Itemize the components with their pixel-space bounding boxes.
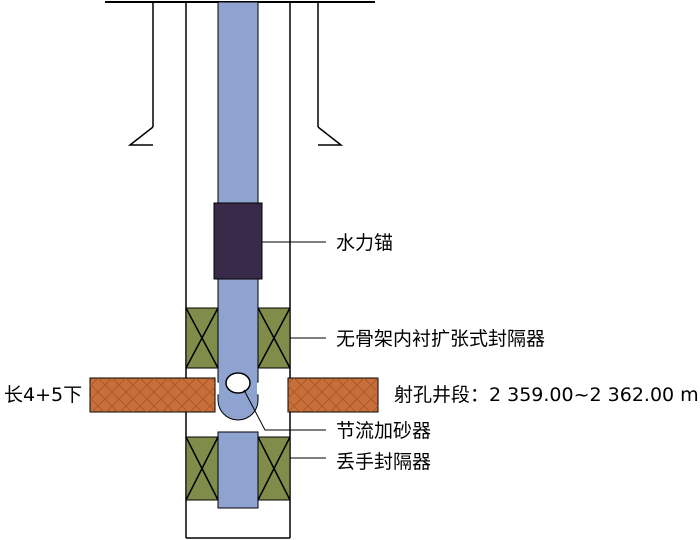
formation-right — [287, 377, 379, 413]
formation-left — [89, 377, 216, 413]
conductor-casing — [127, 2, 344, 146]
tubing-upper — [217, 1, 259, 383]
tubing-lower — [217, 431, 259, 509]
label-packer-release: 丢手封隔器 — [336, 451, 431, 473]
sand-blaster-nose — [217, 394, 259, 421]
packer-main — [185, 307, 291, 369]
sand-blaster-port — [225, 372, 251, 394]
label-hydraulic-anchor: 水力锚 — [336, 232, 393, 254]
hydraulic-anchor — [213, 202, 263, 280]
leader-lines — [243, 241, 326, 459]
label-packer-main: 无骨架内衬扩张式封隔器 — [336, 328, 545, 350]
label-perforation: 射孔井段：2 359.00~2 362.00 m — [394, 384, 699, 406]
label-layer: 长4+5下 — [4, 384, 82, 406]
label-sand-blaster: 节流加砂器 — [336, 420, 431, 442]
packer-release — [185, 436, 291, 501]
